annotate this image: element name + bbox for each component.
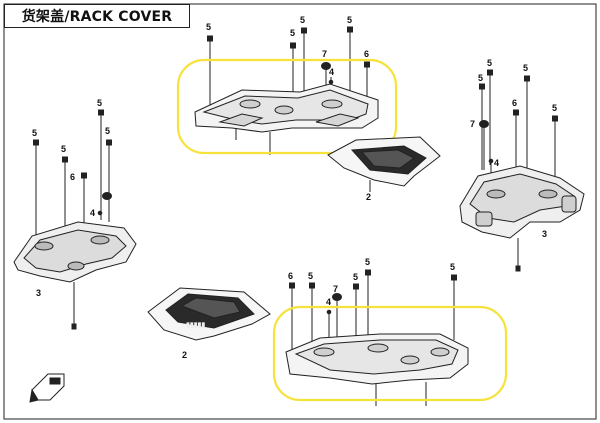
callout-label: 5 <box>365 257 370 267</box>
clip-icon <box>326 309 332 338</box>
bolt-icon <box>106 139 112 222</box>
title-box: 货架盖/RACK COVER <box>4 4 190 28</box>
callout-label: 4 <box>494 158 499 168</box>
callout-label: 5 <box>347 15 352 25</box>
bolt-icon <box>301 27 307 95</box>
diagram-border <box>3 3 597 420</box>
bolt-icon <box>33 139 39 238</box>
bolt-icon <box>98 109 104 220</box>
panel-logo-mark: ▮▮▮▮▮ <box>186 322 205 329</box>
highlight-ring-bottom <box>272 305 508 402</box>
bolt-icon <box>289 282 295 350</box>
callout-label: 4 <box>329 67 334 77</box>
callout-label: 7 <box>322 49 327 59</box>
rack-assembly-bottom <box>272 269 508 406</box>
callout-label: 3 <box>542 229 547 239</box>
bolt-icon <box>353 283 359 342</box>
callout-label: 2 <box>366 192 371 202</box>
bolt-icon <box>524 75 530 168</box>
rack-assembly-right <box>459 69 585 272</box>
callout-label: 5 <box>97 98 102 108</box>
callout-label: 6 <box>70 172 75 182</box>
callout-label: 7 <box>470 119 475 129</box>
callout-label: 5 <box>290 28 295 38</box>
callout-label: 5 <box>523 63 528 73</box>
front-arrow-icon <box>29 373 65 403</box>
callout-label: 5 <box>308 271 313 281</box>
grommet-icon <box>102 192 112 200</box>
callout-label: 4 <box>326 297 331 307</box>
callout-label: 3 <box>36 288 41 298</box>
callout-label: 2 <box>182 350 187 360</box>
callout-label: 4 <box>90 208 95 218</box>
bolt-icon <box>309 282 315 348</box>
callout-label: 5 <box>105 126 110 136</box>
callout-label: 5 <box>552 103 557 113</box>
callout-label: 5 <box>487 58 492 68</box>
bolt-icon <box>365 269 371 340</box>
bolt-icon <box>207 35 213 105</box>
bolt-icon <box>81 172 87 225</box>
highlight-ring-top <box>176 58 398 155</box>
callout-label: 5 <box>300 15 305 25</box>
callout-label: 5 <box>61 144 66 154</box>
clip-icon <box>97 210 103 216</box>
bolt-icon <box>290 42 296 98</box>
rack-assembly-top <box>176 26 398 155</box>
callout-label: 5 <box>206 22 211 32</box>
callout-label: 6 <box>288 271 293 281</box>
bolt-icon <box>487 69 493 165</box>
callout-label: 5 <box>478 73 483 83</box>
cover-panel-top <box>327 136 441 192</box>
rack-assembly-left <box>13 109 137 330</box>
bolt-icon <box>513 109 519 170</box>
callout-label: 5 <box>450 262 455 272</box>
callout-label: 6 <box>512 98 517 108</box>
callout-label: 5 <box>32 128 37 138</box>
callout-label: 6 <box>364 49 369 59</box>
bolt-icon <box>62 156 68 232</box>
callout-label: 5 <box>353 272 358 282</box>
grommet-icon <box>332 293 342 340</box>
cover-panel-bottom: ▮▮▮▮▮ <box>147 287 271 341</box>
grommet-icon <box>479 120 489 170</box>
bolt-icon <box>552 115 558 185</box>
page-title: 货架盖/RACK COVER <box>21 9 173 25</box>
callout-label: 7 <box>333 284 338 294</box>
callout-labels: 5 5 5 5 7 4 6 2 5 5 5 6 5 7 4 3 5 5 5 5 … <box>32 15 557 360</box>
